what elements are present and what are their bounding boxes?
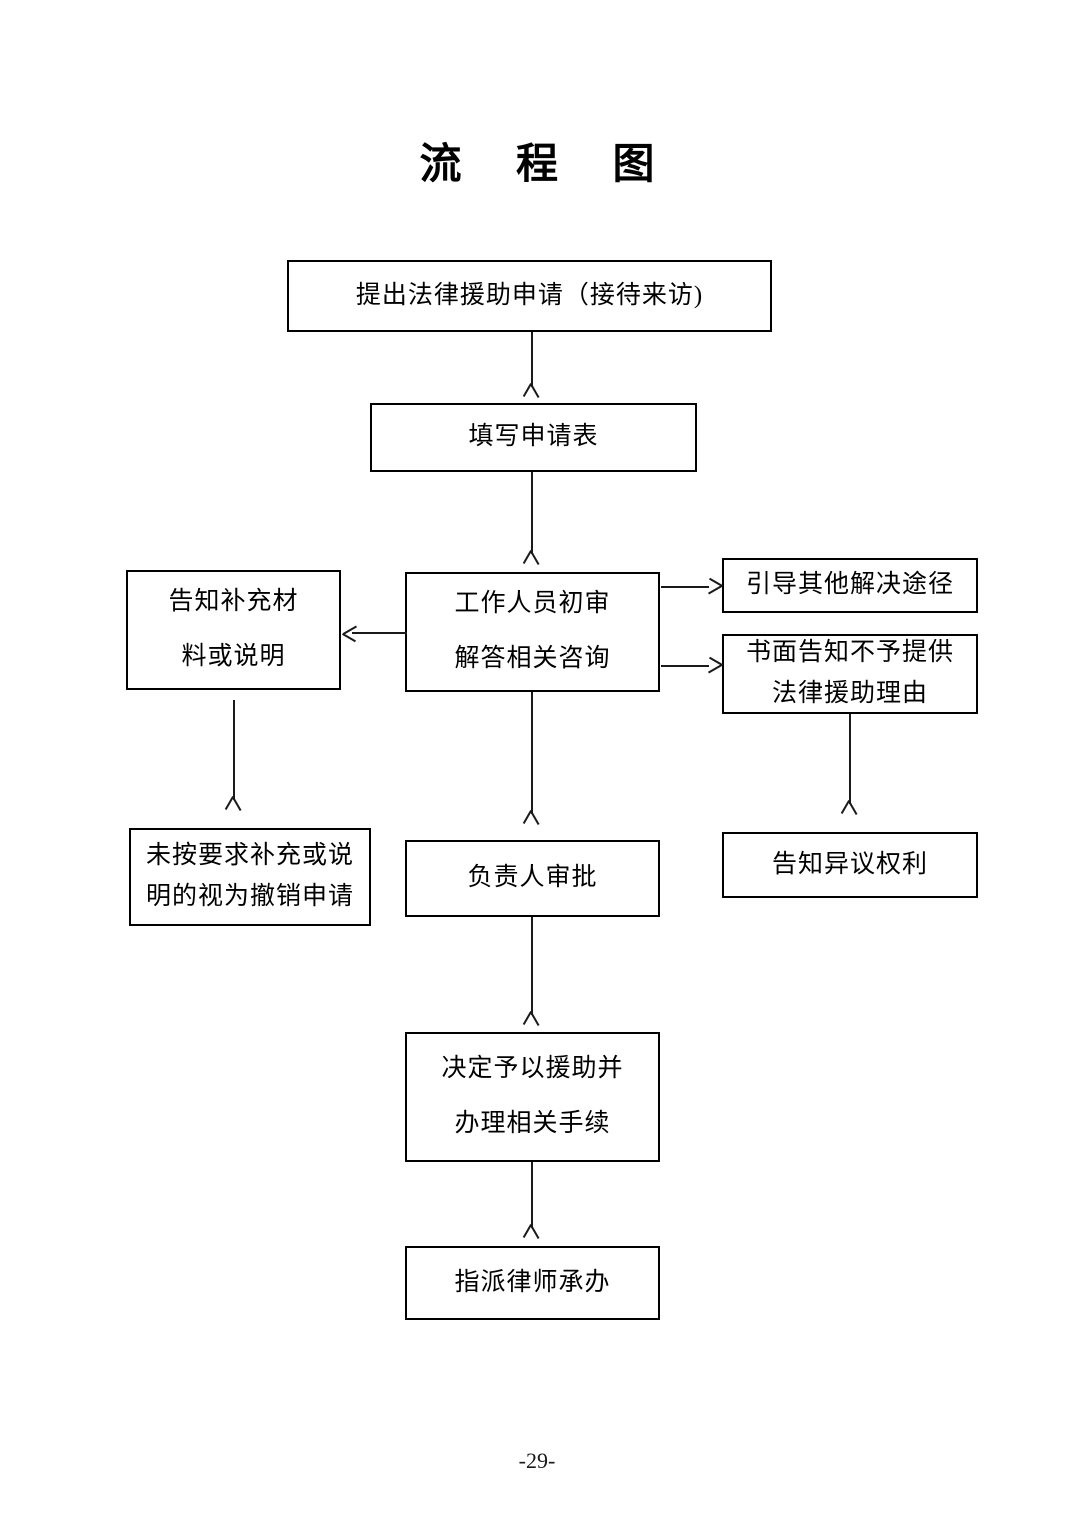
edge-notify-supplement-to-deemed-withdrawn — [233, 700, 235, 800]
node-written-refusal-line-1: 书面告知不予提供 — [745, 639, 954, 667]
arrowhead-written-refusal-to-notify-objection-right — [840, 800, 870, 821]
arrowhead-fill-form-to-staff-review — [522, 550, 552, 571]
arrowhead-apply-to-fill-form — [522, 383, 552, 404]
edge-staff-review-to-notify-supplement — [352, 632, 407, 634]
node-deemed-withdrawn: 未按要求补充或说 明的视为撤销申请 — [129, 828, 371, 926]
node-deemed-withdrawn-line-1: 未按要求补充或说 — [145, 842, 354, 870]
node-notify-objection-right: 告知异议权利 — [722, 832, 978, 898]
edge-written-refusal-to-notify-objection-right — [849, 714, 851, 804]
node-leader-approval: 负责人审批 — [405, 840, 660, 917]
arrowhead-staff-review-to-written-refusal — [707, 656, 727, 686]
node-assign-lawyer-line-1: 指派律师承办 — [454, 1268, 611, 1296]
node-staff-review-line-1: 工作人员初审 — [454, 590, 611, 618]
node-written-refusal-line-2: 法律援助理由 — [771, 680, 928, 707]
page-title: 流 程 图 — [419, 142, 677, 188]
node-grant-aid: 决定予以援助并 办理相关手续 — [405, 1032, 660, 1162]
page-footer: -29- — [518, 1448, 556, 1473]
node-guide-other-channels-line-1: 引导其他解决途径 — [745, 571, 954, 599]
edge-staff-review-to-guide-other-channels — [661, 586, 709, 588]
node-notify-supplement-line-1: 告知补充材 — [168, 588, 299, 616]
edge-leader-approval-to-grant-aid — [531, 917, 533, 1015]
arrowhead-grant-aid-to-assign-lawyer — [522, 1224, 552, 1245]
node-grant-aid-line-2: 办理相关手续 — [454, 1110, 611, 1137]
edge-grant-aid-to-assign-lawyer — [531, 1162, 533, 1228]
node-assign-lawyer: 指派律师承办 — [405, 1246, 660, 1320]
edge-staff-review-to-leader-approval — [531, 692, 533, 814]
node-notify-supplement: 告知补充材 料或说明 — [126, 570, 341, 690]
edge-apply-to-fill-form — [531, 332, 533, 387]
node-apply: 提出法律援助申请（接待来访) — [287, 260, 772, 332]
arrowhead-staff-review-to-leader-approval — [522, 810, 552, 831]
node-guide-other-channels: 引导其他解决途径 — [722, 558, 978, 613]
node-staff-review-line-2: 解答相关咨询 — [454, 645, 611, 672]
node-fill-form-line-1: 填写申请表 — [468, 423, 599, 451]
arrowhead-staff-review-to-guide-other-channels — [707, 577, 727, 607]
arrowhead-notify-supplement-to-deemed-withdrawn — [224, 796, 254, 817]
node-staff-review: 工作人员初审 解答相关咨询 — [405, 572, 660, 692]
edge-fill-form-to-staff-review — [531, 472, 533, 554]
node-notify-supplement-line-2: 料或说明 — [181, 643, 286, 670]
edge-staff-review-to-written-refusal — [661, 665, 709, 667]
node-written-refusal: 书面告知不予提供 法律援助理由 — [722, 634, 978, 714]
arrowhead-leader-approval-to-grant-aid — [522, 1011, 552, 1032]
node-notify-objection-right-line-1: 告知异议权利 — [771, 850, 928, 878]
node-fill-form: 填写申请表 — [370, 403, 697, 472]
node-deemed-withdrawn-line-2: 明的视为撤销申请 — [145, 883, 354, 910]
node-leader-approval-line-1: 负责人审批 — [467, 864, 598, 892]
arrowhead-staff-review-to-notify-supplement — [342, 625, 363, 653]
node-apply-line-1: 提出法律援助申请（接待来访) — [355, 281, 704, 309]
node-grant-aid-line-1: 决定予以援助并 — [441, 1055, 624, 1083]
